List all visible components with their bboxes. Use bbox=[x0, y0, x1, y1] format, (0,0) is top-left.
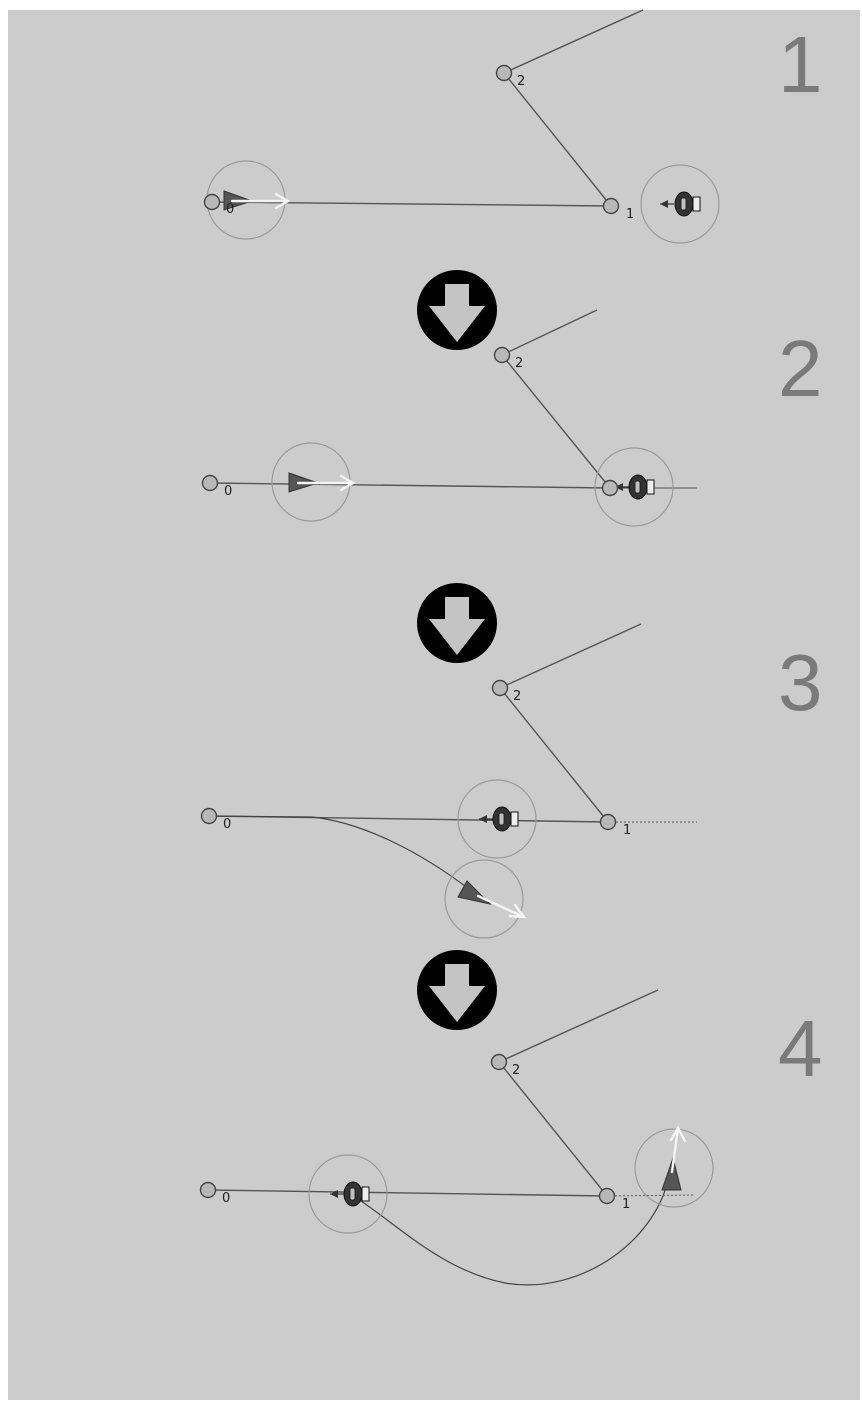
target-halo bbox=[444, 859, 524, 939]
node-label-0: 0 bbox=[224, 484, 232, 499]
node-label-1: 1 bbox=[623, 823, 631, 838]
heading-arrow-icon bbox=[296, 474, 356, 492]
step-1: 1 0 1 2 bbox=[203, 9, 823, 244]
step-number: 2 bbox=[778, 324, 823, 413]
node-2 bbox=[490, 1053, 508, 1071]
edge-2-up bbox=[498, 989, 659, 1063]
edge-0-1 bbox=[209, 482, 611, 489]
node-0 bbox=[199, 1181, 217, 1199]
robot-halo bbox=[640, 164, 720, 244]
robot-icon bbox=[660, 191, 701, 217]
node-label-2: 2 bbox=[515, 356, 523, 371]
node-label-2: 2 bbox=[512, 1063, 520, 1078]
step-number: 3 bbox=[778, 638, 823, 727]
node-1 bbox=[602, 197, 620, 215]
edge-2-1 bbox=[499, 687, 609, 823]
step-number: 1 bbox=[778, 20, 823, 109]
edge-2-1 bbox=[501, 354, 611, 489]
cone-marker-icon bbox=[661, 1156, 682, 1191]
heading-arrow-icon bbox=[476, 894, 527, 919]
node-label-0: 0 bbox=[223, 817, 231, 832]
edge-2-1 bbox=[503, 72, 612, 207]
edge-0-1 bbox=[207, 1189, 608, 1197]
edge-2-up bbox=[501, 309, 598, 356]
node-0 bbox=[200, 807, 218, 825]
edge-2-up bbox=[503, 9, 644, 74]
node-label-2: 2 bbox=[517, 74, 525, 89]
node-label-0: 0 bbox=[222, 1191, 230, 1206]
edge-2-1 bbox=[498, 1061, 608, 1197]
node-0 bbox=[201, 474, 219, 492]
node-2 bbox=[495, 64, 513, 82]
node-label-1: 1 bbox=[622, 1197, 630, 1212]
diagram-background bbox=[8, 10, 860, 1400]
heading-arrow-icon bbox=[669, 1125, 687, 1174]
down-arrow-icon bbox=[417, 583, 497, 663]
planned-path bbox=[208, 815, 479, 897]
planned-path bbox=[351, 1169, 671, 1286]
node-label-2: 2 bbox=[513, 689, 521, 704]
target-halo bbox=[634, 1128, 714, 1208]
step-2: 2 0 2 bbox=[201, 309, 823, 527]
robot-halo bbox=[457, 779, 537, 859]
step-3: 3 0 1 2 bbox=[200, 623, 823, 939]
heading-arrow-icon bbox=[230, 192, 291, 210]
down-arrow-icon bbox=[417, 950, 497, 1030]
step-4: 4 0 1 2 bbox=[199, 989, 823, 1286]
node-label-1: 1 bbox=[626, 207, 634, 222]
edge-2-up bbox=[499, 623, 642, 689]
edge-0-1 bbox=[211, 201, 612, 207]
robot-halo bbox=[594, 447, 674, 527]
node-0 bbox=[203, 193, 221, 211]
down-arrow-icon bbox=[417, 270, 497, 350]
step-number: 4 bbox=[778, 1004, 823, 1093]
node-2 bbox=[493, 346, 511, 364]
node-label-0: 0 bbox=[226, 202, 234, 217]
node-2 bbox=[491, 679, 509, 697]
robot-icon bbox=[479, 806, 519, 832]
node-1 bbox=[599, 813, 617, 831]
robot-halo bbox=[308, 1154, 388, 1234]
node-1 bbox=[601, 479, 619, 497]
node-1 bbox=[598, 1187, 616, 1205]
robot-icon bbox=[330, 1181, 370, 1207]
robot-icon bbox=[615, 474, 655, 500]
